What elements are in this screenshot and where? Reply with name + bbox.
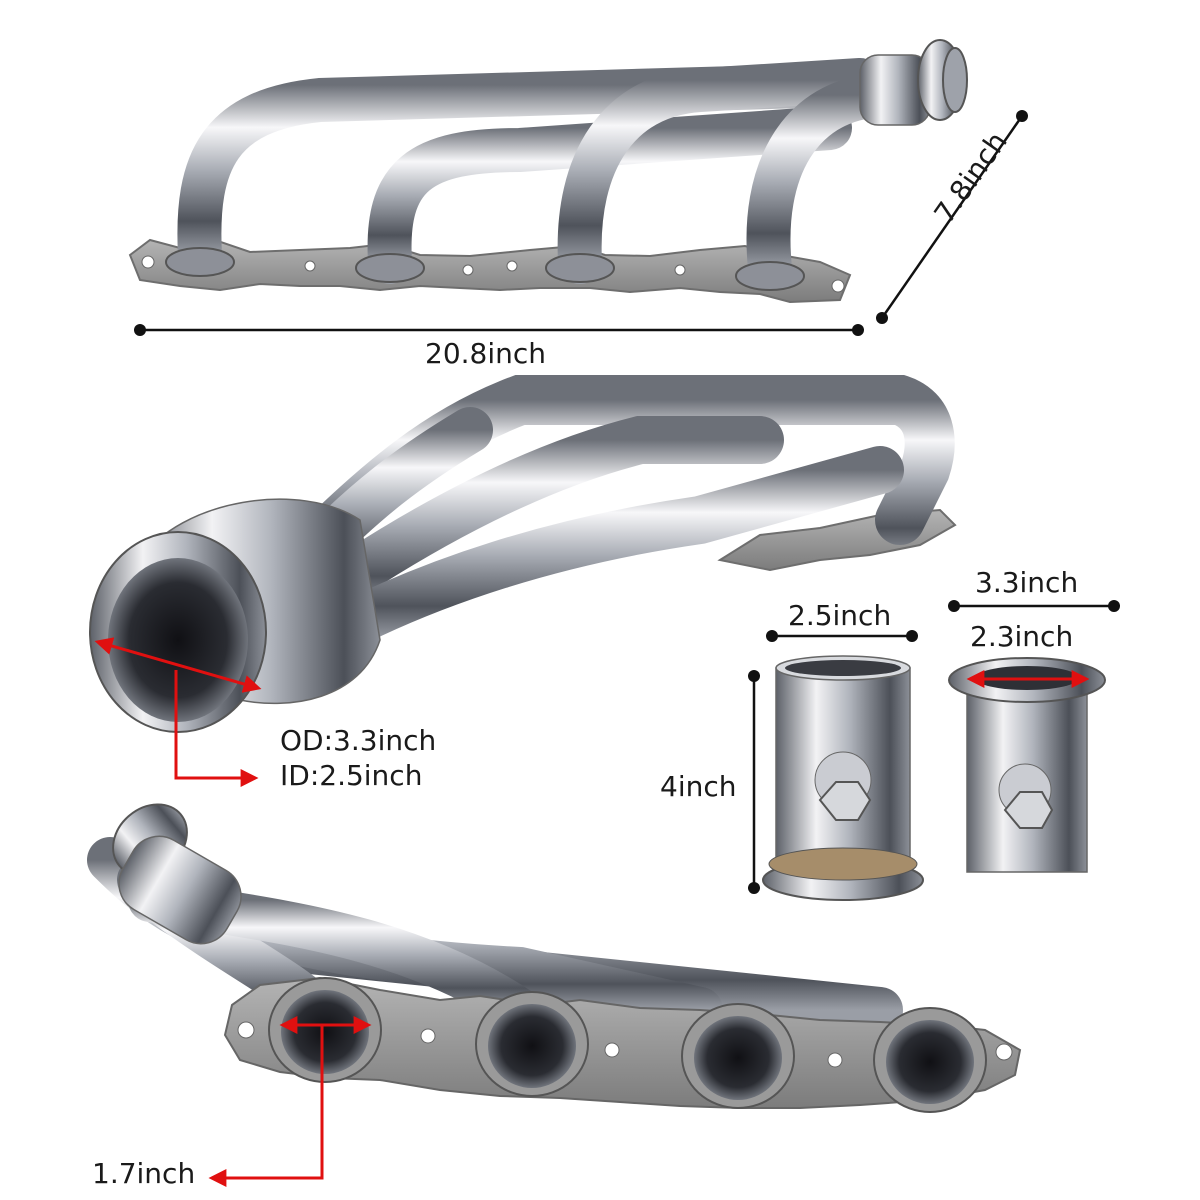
dimension-height xyxy=(876,110,1028,324)
port-label: 1.7inch xyxy=(92,1157,196,1190)
od-arrow xyxy=(94,637,262,787)
od-label: OD:3.3inch xyxy=(280,724,437,757)
length-label: 20.8inch xyxy=(425,337,547,370)
flanged-outer-label: 3.3inch xyxy=(975,566,1079,599)
adapter-flanged xyxy=(948,657,1106,873)
dimension-length xyxy=(134,324,864,336)
id-label: ID:2.5inch xyxy=(280,759,423,792)
plain-height-label: 4inch xyxy=(660,770,737,803)
adapter-plain xyxy=(762,655,924,901)
dimension-plain-width xyxy=(766,630,918,642)
port-arrow xyxy=(208,1016,372,1187)
plain-width-label: 2.5inch xyxy=(788,599,892,632)
dimension-plain-height xyxy=(748,670,760,894)
dimension-flanged-outer xyxy=(948,600,1120,612)
flanged-inner-label: 2.3inch xyxy=(970,620,1074,653)
header-top-view xyxy=(128,39,968,304)
